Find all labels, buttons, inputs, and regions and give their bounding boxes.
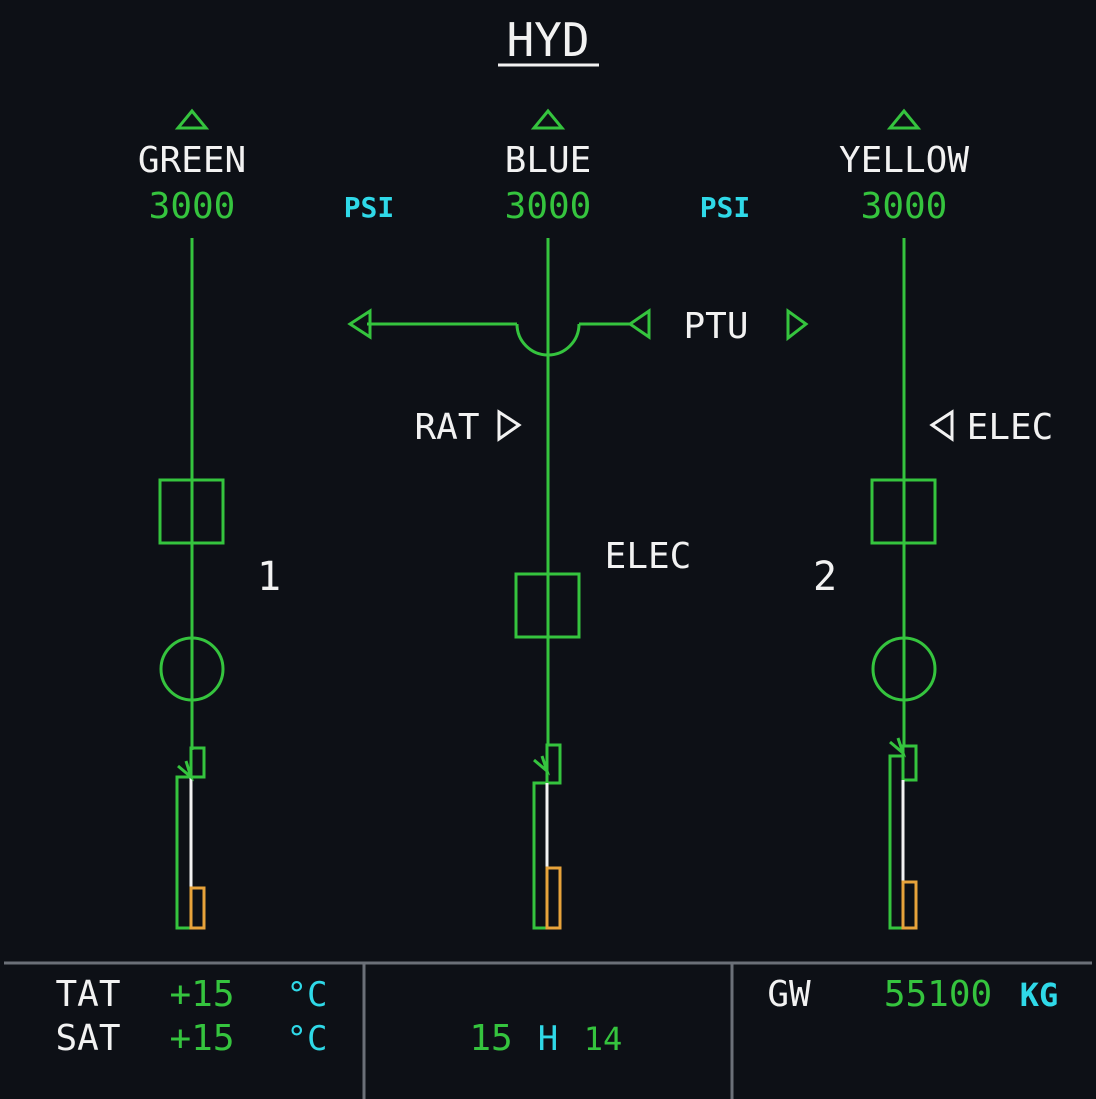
gw-value: 55100 <box>884 974 992 1015</box>
green-reservoir-icon <box>175 746 206 930</box>
sat-label: SAT <box>55 1018 120 1059</box>
yellow-system-name: YELLOW <box>839 140 969 181</box>
blue-system-pressure: 3000 <box>505 186 592 227</box>
rat-label: RAT <box>414 407 479 448</box>
blue-system-name: BLUE <box>505 140 592 181</box>
tat-value: +15 <box>169 974 234 1015</box>
rat-indicator: RAT <box>414 407 522 448</box>
tat-label: TAT <box>55 974 120 1015</box>
yellow-system-pressure: 3000 <box>861 186 948 227</box>
blue-system: BLUE 3000 ELEC <box>505 108 692 930</box>
page-title-group: HYD <box>498 13 599 67</box>
engine-2-label: 2 <box>813 554 837 600</box>
sat-unit: °C <box>287 1019 328 1059</box>
ptu-left-arrow-icon <box>347 308 372 340</box>
time-minutes: 14 <box>584 1020 623 1058</box>
status-strip: TAT +15 °C SAT +15 °C 15 H 14 GW 55100 K… <box>4 961 1092 1099</box>
green-system-name: GREEN <box>138 140 246 181</box>
ptu-yellow-arrow-icon <box>627 308 651 340</box>
tat-unit: °C <box>287 975 328 1015</box>
green-triangle-icon <box>174 108 210 130</box>
blue-triangle-icon <box>530 108 566 130</box>
yellow-reservoir-icon <box>888 737 918 930</box>
sat-value: +15 <box>169 1018 234 1059</box>
yellow-elec-triangle-icon <box>929 409 954 442</box>
time-h-label: H <box>538 1019 558 1059</box>
green-system-pressure: 3000 <box>149 186 236 227</box>
engine-1-label: 1 <box>257 554 281 600</box>
yellow-system: YELLOW 3000 ELEC 2 <box>813 108 1054 930</box>
yellow-triangle-icon <box>886 108 922 130</box>
ptu-crossover-arc <box>515 323 581 357</box>
green-system: GREEN 3000 1 <box>138 108 281 930</box>
ptu-right-arrow-icon <box>786 308 809 342</box>
rat-triangle-icon <box>497 409 522 442</box>
psi-unit-left: PSI <box>344 191 395 224</box>
gw-unit: KG <box>1020 976 1059 1014</box>
page-title: HYD <box>506 13 589 67</box>
ptu-indicator: PTU <box>347 306 809 357</box>
time-hours: 15 <box>469 1018 512 1059</box>
yellow-elec-label: ELEC <box>967 407 1054 448</box>
ptu-label: PTU <box>683 306 748 347</box>
gw-label: GW <box>767 974 811 1015</box>
blue-reservoir-icon <box>532 743 562 930</box>
blue-elec-label: ELEC <box>605 536 692 577</box>
psi-unit-right: PSI <box>700 191 751 224</box>
